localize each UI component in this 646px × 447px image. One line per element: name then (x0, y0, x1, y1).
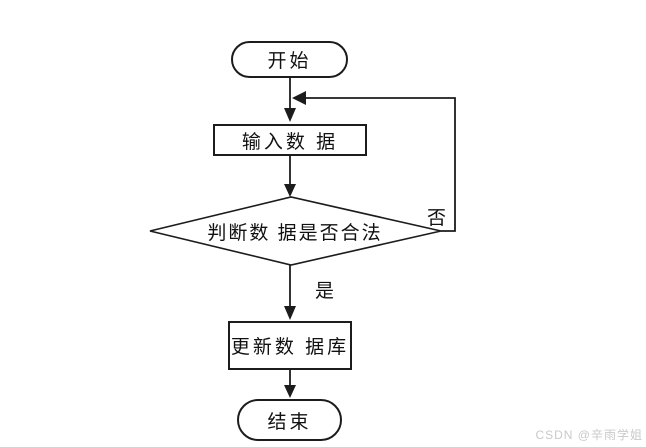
node-start-label: 开始 (267, 51, 312, 72)
arrowhead-feedback-left (292, 91, 306, 105)
node-input-data: 输入数 据 (213, 124, 367, 156)
edge-label-yes: 是 (315, 281, 335, 302)
arrowhead-into-end (284, 385, 296, 398)
arrowhead-into-update (284, 306, 296, 320)
node-input-data-label: 输入数 据 (241, 131, 339, 153)
csdn-watermark: CSDN @辛雨学姐 (535, 428, 643, 442)
arrowhead-into-decision (284, 184, 296, 197)
node-decision-label: 判断数 据是否合法 (207, 222, 383, 244)
node-end-label: 结束 (267, 411, 312, 433)
node-update-database-label: 更新数 据库 (230, 337, 350, 358)
node-start: 开始 (231, 41, 348, 78)
edge-no-feedback-line (306, 97, 456, 232)
node-update-database: 更新数 据库 (228, 321, 352, 370)
node-decision-label-wrap: 判断数 据是否合法 (165, 220, 425, 244)
arrowhead-into-input (284, 108, 296, 122)
edge-label-no: 否 (427, 208, 447, 229)
node-end: 结束 (237, 399, 342, 441)
